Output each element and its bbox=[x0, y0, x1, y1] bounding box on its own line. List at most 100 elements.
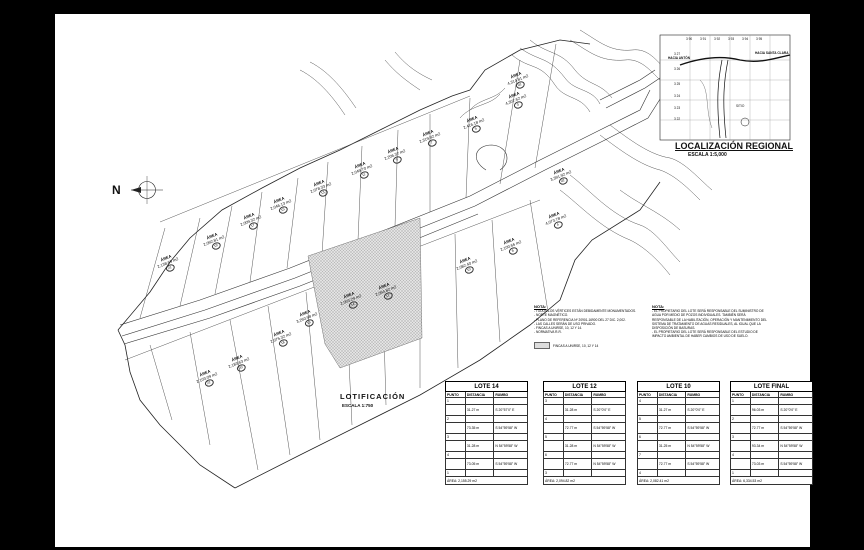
lot-table-cell: 3 bbox=[445, 433, 466, 441]
lot-table-cell bbox=[445, 404, 466, 416]
lot-table-cell: 72.77 m bbox=[562, 422, 593, 434]
lot-table-cell: 4 bbox=[637, 397, 658, 405]
lot-table-cell: 31.28 m bbox=[562, 404, 593, 416]
lot-table-cell bbox=[493, 415, 528, 423]
lot-table-cell: S 20°0'0" E bbox=[591, 404, 626, 416]
location-row-label: 3 24 bbox=[674, 94, 681, 98]
lot-table-cell bbox=[464, 469, 495, 477]
lot-table-cell: 1 bbox=[730, 397, 751, 405]
lot-table-cell bbox=[591, 451, 626, 459]
lot-table-cell: 31.27 m bbox=[464, 404, 495, 416]
note-general-title: NOTA: bbox=[534, 304, 547, 309]
lot-table-cell: N 54°59'58" W bbox=[685, 440, 720, 452]
location-row-label: 3 26 bbox=[674, 67, 681, 71]
lot-table-cell bbox=[464, 415, 495, 423]
location-map bbox=[659, 34, 791, 141]
lot-table-cell bbox=[543, 458, 564, 470]
lot-table-cell: 31.28 m bbox=[464, 440, 495, 452]
hatch-legend-swatch bbox=[534, 342, 550, 350]
note-responsibilities: NOTA: - EL PROPIETARIO DEL LOTE SERÁ RES… bbox=[652, 304, 767, 339]
lot-table-cell bbox=[778, 433, 813, 441]
lot-table-cell bbox=[778, 415, 813, 423]
lot-table-cell: 3 bbox=[543, 397, 564, 405]
note-line: - EL PROPIETARIO DEL LOTE SERÁ RESPONSAB… bbox=[652, 309, 767, 331]
lot-table-cell: 72.77 m bbox=[749, 422, 780, 434]
lot-table-cell bbox=[445, 458, 466, 470]
location-row-label: 3 25 bbox=[674, 82, 681, 86]
location-col-label: 3 91 bbox=[700, 37, 707, 41]
lot-table-cell bbox=[656, 451, 687, 459]
lot-table-area: ÁREA: 6,334.53 m2 bbox=[730, 476, 813, 485]
lot-table-cell: 72.77 m bbox=[656, 458, 687, 470]
lot-table-cell bbox=[685, 469, 720, 477]
lot-table-cell bbox=[464, 397, 495, 405]
lot-table-row: 3 bbox=[730, 433, 813, 441]
lot-table-cell bbox=[685, 415, 720, 423]
lot-table-cell bbox=[685, 451, 720, 459]
note-line: - FINCAS A UNIRSE, 10, 12 Y 14. bbox=[534, 326, 583, 331]
lot-table-cell bbox=[656, 469, 687, 477]
lot-table-cell: 3 bbox=[543, 469, 564, 477]
lot-table-cell bbox=[749, 397, 780, 405]
location-place-santa-clara: HACIA SANTA CLARA bbox=[755, 51, 789, 55]
lot-table-cell: 5 bbox=[637, 415, 658, 423]
lotificacion-scale: ESCALA 1:750 bbox=[342, 403, 374, 408]
lot-table-cell: S 20°0'0" E bbox=[685, 404, 720, 416]
lot-table-row: 3 bbox=[543, 469, 626, 477]
lot-table-cell: 72.77 m bbox=[562, 458, 593, 470]
lot-table-row: 4 bbox=[543, 415, 626, 423]
lot-table-cell bbox=[493, 433, 528, 441]
lot-table-cell: 72.77 m bbox=[656, 422, 687, 434]
lot-table-cell bbox=[445, 422, 466, 434]
lotificacion-title: LOTIFICACIÓN bbox=[340, 392, 406, 401]
lot-table-cell bbox=[749, 433, 780, 441]
lot-table-cell: S 54°59'58" W bbox=[493, 422, 528, 434]
location-col-label: 3 95 bbox=[756, 37, 763, 41]
lot-table-title: LOTE 14 bbox=[445, 381, 528, 392]
lot-table-cell: 6 bbox=[543, 451, 564, 459]
lot-table-cell: S 54°59'58" W bbox=[685, 422, 720, 434]
lot-table-cell bbox=[464, 451, 495, 459]
lot-table-cell bbox=[749, 451, 780, 459]
lot-table-cell: S 54°59'58" W bbox=[778, 422, 813, 434]
lot-table-cell bbox=[464, 433, 495, 441]
lot-table-row: 1 bbox=[730, 469, 813, 477]
lot-table-cell bbox=[591, 469, 626, 477]
hatched-lots-area bbox=[307, 217, 423, 369]
lot-table-cell bbox=[730, 404, 751, 416]
lot-table-cell: 31.28 m bbox=[562, 440, 593, 452]
lot-table-cell: S 20°57'0" E bbox=[493, 404, 528, 416]
lot-table-cell: 4 bbox=[445, 451, 466, 459]
lot-table-row: 2 bbox=[730, 415, 813, 423]
lot-table-cell: 93.34 m bbox=[749, 440, 780, 452]
lot-table-cell bbox=[591, 397, 626, 405]
north-arrow bbox=[131, 176, 163, 204]
lot-table-cell bbox=[591, 433, 626, 441]
lot-table-cell: 73.03 m bbox=[749, 458, 780, 470]
lot-table-row: 4 bbox=[637, 397, 720, 405]
lot-table-cell bbox=[591, 415, 626, 423]
note-general: NOTA: - TODOS LOS VÉRTICES ESTÁN DEBIDAM… bbox=[534, 304, 644, 350]
lot-table-cell bbox=[543, 422, 564, 434]
lot-table-cell: 7 bbox=[637, 451, 658, 459]
note-line: - EL PROPIETARIO DEL LOTE SERÁ RESPONSAB… bbox=[652, 330, 758, 339]
lot-table-cell bbox=[656, 433, 687, 441]
lot-table-cell bbox=[778, 451, 813, 459]
location-place-anton: HACIA ANTÓN bbox=[668, 56, 691, 60]
lot-table-cell: 1 bbox=[445, 469, 466, 477]
lot-table-cell bbox=[493, 469, 528, 477]
location-row-label: 3 23 bbox=[674, 106, 681, 110]
lot-table-title: LOTE 10 bbox=[637, 381, 720, 392]
